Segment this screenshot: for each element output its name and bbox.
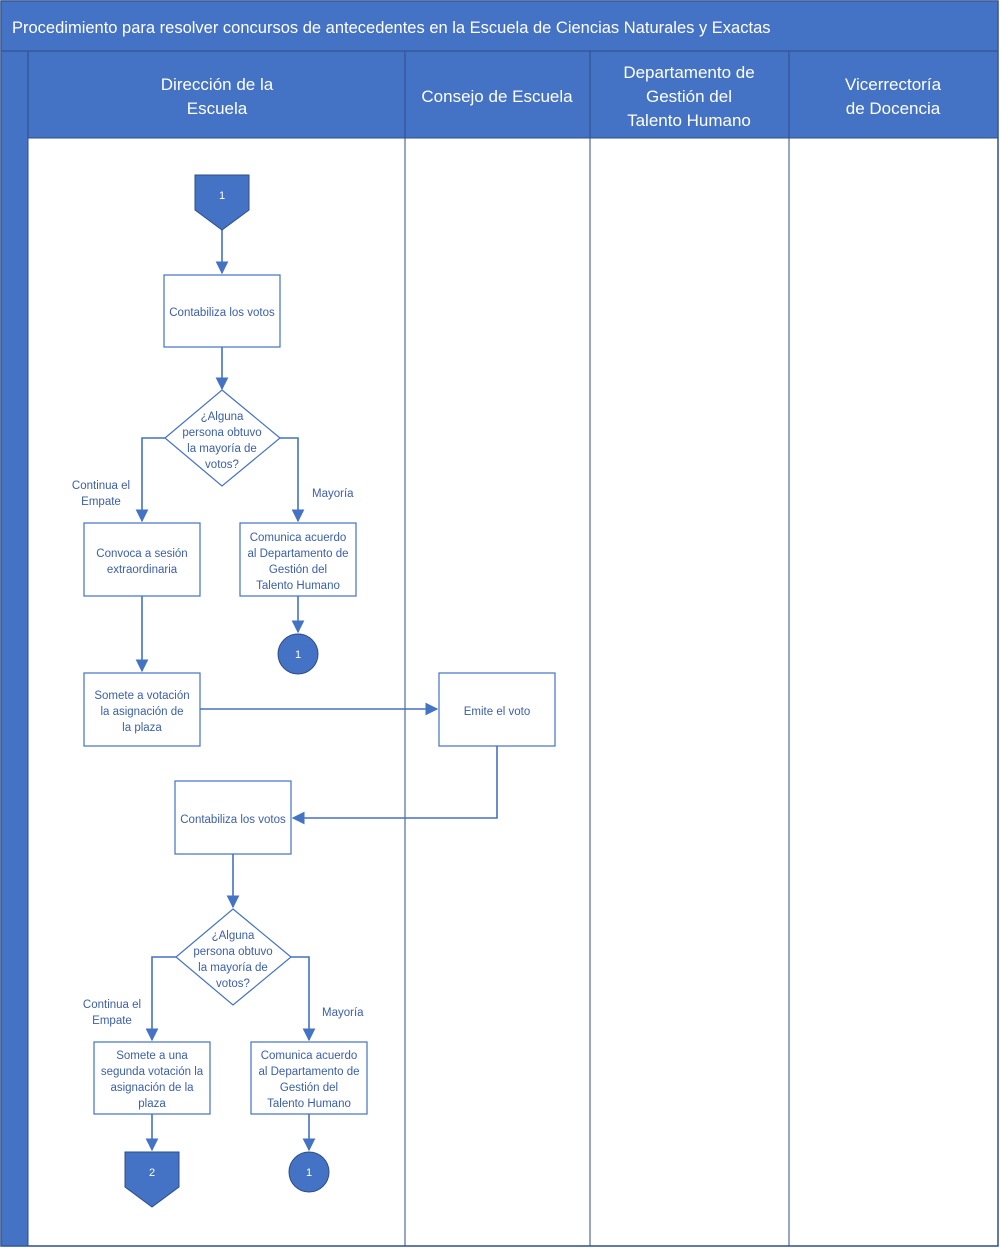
cast-vote-label: Emite el voto: [464, 706, 530, 718]
lane-header-talento: [589, 50, 790, 139]
lane-header-direccion: [27, 50, 406, 139]
start-ref-label: 1: [219, 190, 225, 202]
pool-band: [0, 50, 29, 1247]
lane-label-consejo: Consejo de Escuela: [421, 87, 573, 106]
diagram-title: Procedimiento para resolver concursos de…: [12, 19, 771, 37]
process-count-votes-1: Contabiliza los votos: [163, 274, 281, 348]
edge-decision2-tie: [145, 956, 176, 1042]
end-ref-label: 2: [149, 1167, 155, 1179]
edge-decision1-tie: [135, 437, 165, 523]
title-bar: [0, 0, 999, 52]
process-count-votes-2: Contabiliza los votos: [174, 780, 292, 855]
end-offpage-reference: 2: [124, 1151, 180, 1208]
count-votes-2-label: Contabiliza los votos: [180, 814, 286, 826]
start-offpage-reference: 1: [194, 174, 250, 231]
majority-label-1: Mayoría: [312, 488, 354, 500]
connector-2-label: 1: [306, 1167, 312, 1179]
edge-decision2-majority: [291, 956, 316, 1042]
lane-header-consejo: [404, 50, 591, 139]
onpage-connector-1: 1: [277, 633, 319, 675]
count-votes-1-label: Contabiliza los votos: [169, 307, 275, 319]
edge-cast-to-count2: [291, 746, 498, 825]
edge-decision1-majority: [280, 437, 305, 523]
onpage-connector-2: 1: [288, 1151, 330, 1193]
connectors: [135, 229, 498, 1152]
lane-header-vicerrectoria: [788, 50, 999, 139]
connector-1-label: 1: [295, 649, 301, 661]
process-cast-vote: Emite el voto: [438, 672, 556, 747]
majority-label-2: Mayoría: [322, 1007, 364, 1019]
